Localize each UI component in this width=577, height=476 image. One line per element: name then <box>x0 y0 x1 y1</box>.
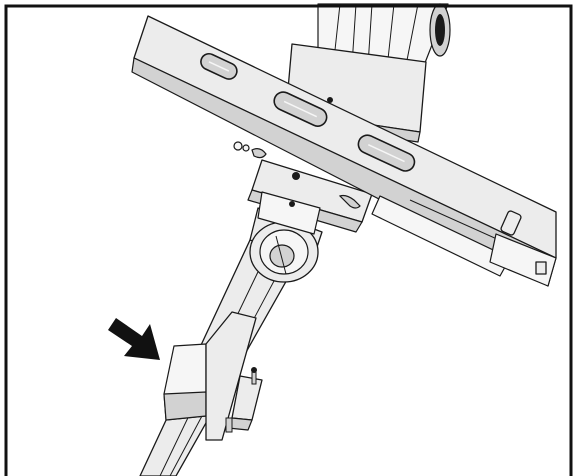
clamp-pin <box>251 371 257 385</box>
clamp-front-plate <box>205 311 257 441</box>
collar-hole <box>327 97 333 103</box>
callout-arrow-icon <box>108 318 160 360</box>
pulley-hub <box>249 221 319 283</box>
clamp-back-plate-face <box>163 391 207 421</box>
tab-slot <box>251 148 267 159</box>
tab-hole-1 <box>233 141 243 151</box>
pulley-split-line <box>275 235 287 275</box>
cross-bar-underside <box>371 195 511 277</box>
mount-riser <box>257 191 321 235</box>
tab-hole-2 <box>242 144 250 152</box>
mount-slot <box>338 194 361 209</box>
cross-bar-end-tab <box>535 261 547 275</box>
callout-arrow <box>108 318 160 360</box>
cross-bar-end-clip <box>500 210 522 236</box>
column-socket-bore <box>435 14 445 46</box>
mount-screw-hole <box>289 201 295 207</box>
clamp-pin-head <box>251 367 257 373</box>
pulley-center-bore <box>269 244 295 268</box>
clamp-bolt <box>225 417 233 433</box>
lower-clamp <box>163 311 263 441</box>
center-mount <box>233 141 373 235</box>
mount-hole-top <box>292 172 300 180</box>
cross-bar <box>131 15 557 287</box>
frame-border <box>4 4 573 476</box>
